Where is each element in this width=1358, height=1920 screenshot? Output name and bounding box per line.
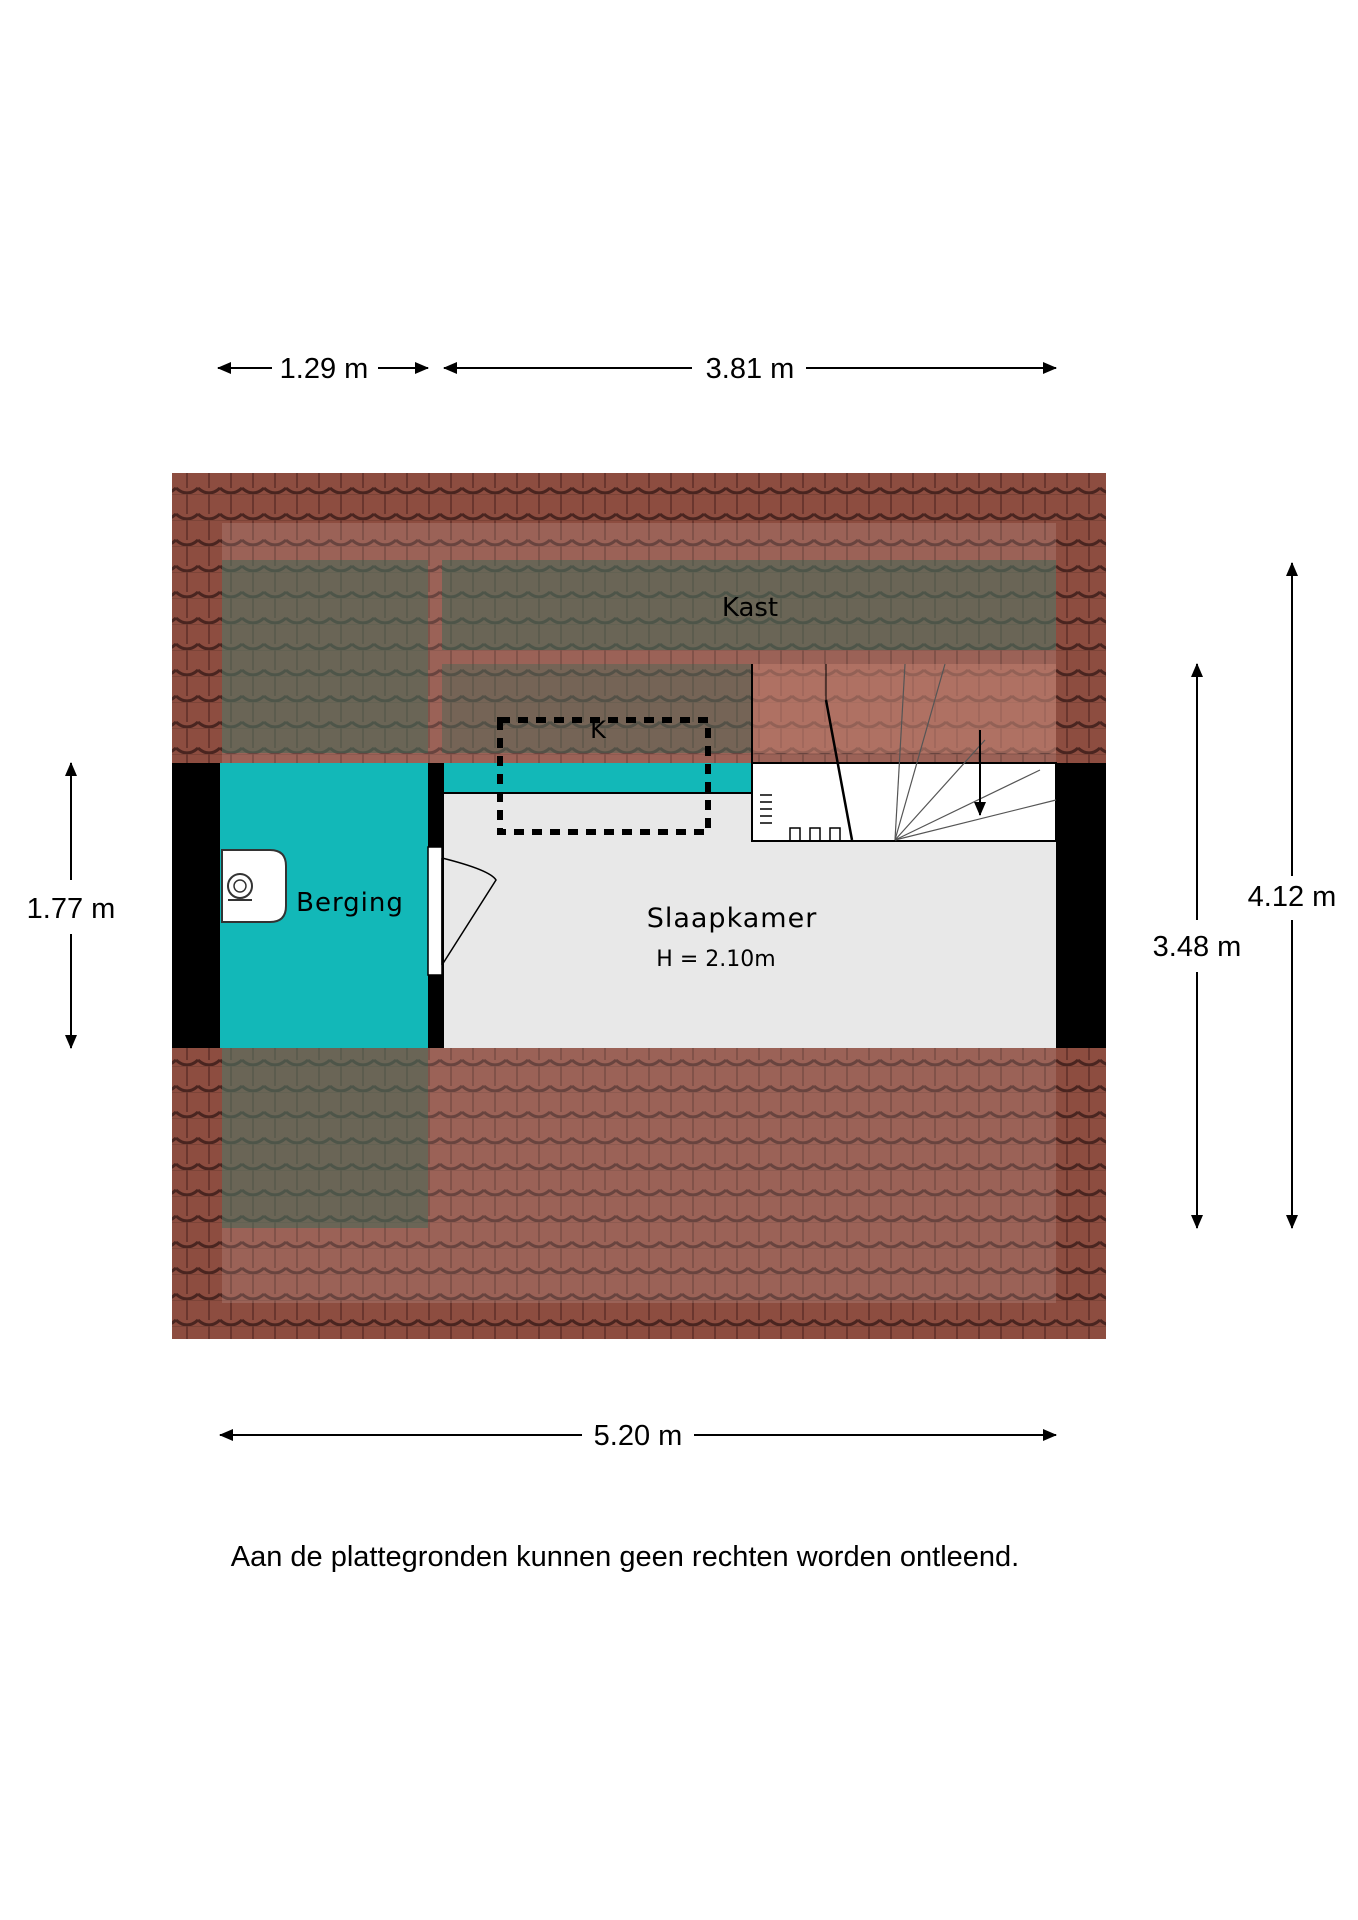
stair-step <box>894 663 946 841</box>
slaapkamer-height: H = 2.10m <box>656 947 775 972</box>
door-frame <box>427 846 443 976</box>
stair-step <box>894 799 1057 841</box>
dim-right-outer-label: 4.12 m <box>1248 881 1337 913</box>
floor-level <box>172 664 1106 1048</box>
stair-railing <box>760 794 772 824</box>
dimension-left: 1.77 m <box>27 762 116 1049</box>
disclaimer: Aan de plattegronden kunnen geen rechten… <box>231 1541 1019 1573</box>
stair-step <box>894 663 906 841</box>
dimension-bottom: 5.20 m <box>219 1420 1057 1452</box>
dimension-top-left: 1.29 m <box>217 353 429 385</box>
roof-shade-kast <box>442 560 1056 650</box>
berging-label: Berging <box>296 888 404 918</box>
dim-bottom-label: 5.20 m <box>594 1420 683 1452</box>
roof-shade-left-bottom <box>222 1048 428 1228</box>
slaapkamer-label: Slaapkamer <box>647 903 818 934</box>
dimension-top-right: 3.81 m <box>443 353 1057 385</box>
dim-left-label: 1.77 m <box>27 893 116 925</box>
stair-opening <box>751 762 1057 842</box>
staircase <box>751 663 1057 842</box>
wall-left <box>172 763 220 1048</box>
dimension-right-inner: 3.48 m <box>1153 663 1242 1229</box>
door <box>427 846 497 976</box>
k-label: K <box>590 716 607 744</box>
stair-step <box>894 739 986 841</box>
stair-step <box>894 769 1041 841</box>
door-swing <box>441 857 497 966</box>
stair-banister <box>824 699 854 841</box>
kast-label: Kast <box>722 593 778 623</box>
boiler-icon <box>221 849 287 923</box>
dim-top-right-label: 3.81 m <box>706 353 795 385</box>
k-dashed-outline <box>497 717 711 835</box>
dimension-right-outer: 4.12 m <box>1248 562 1337 1229</box>
stair-steps-edge <box>789 827 841 840</box>
dim-top-left-label: 1.29 m <box>280 353 369 385</box>
slaapkamer-teal-strip <box>444 763 752 793</box>
roof-shade-left-top <box>222 560 428 753</box>
dim-right-inner-label: 3.48 m <box>1153 931 1242 963</box>
wall-right <box>1056 763 1106 1048</box>
roof-shade-k <box>442 664 752 753</box>
